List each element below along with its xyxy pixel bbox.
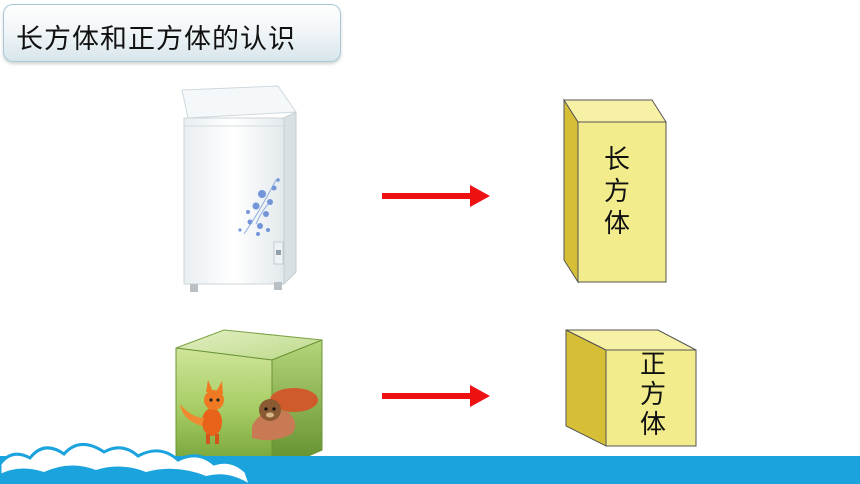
page-title: 长方体和正方体的认识 xyxy=(16,24,296,55)
cuboid-label-line: 长 xyxy=(603,145,630,175)
cuboid-label-line: 方 xyxy=(603,177,630,207)
cube-label-line: 正 xyxy=(639,350,666,380)
cube-label-line: 方 xyxy=(639,380,666,410)
cuboid-label-line: 体 xyxy=(603,209,630,239)
cuboid-shape xyxy=(563,98,667,284)
cartoon-cube-image xyxy=(175,329,323,473)
cube-shape xyxy=(565,329,697,447)
cube-label: 正 方 体 xyxy=(636,350,670,440)
cloud-decoration xyxy=(0,443,252,484)
freezer-image xyxy=(181,85,297,292)
arrow-right-icon xyxy=(382,385,490,407)
cube-label-line: 体 xyxy=(639,410,666,440)
title-box: 长方体和正方体的认识 xyxy=(3,4,341,62)
arrow-right-icon xyxy=(382,185,490,207)
cuboid-label: 长 方 体 xyxy=(600,144,634,240)
